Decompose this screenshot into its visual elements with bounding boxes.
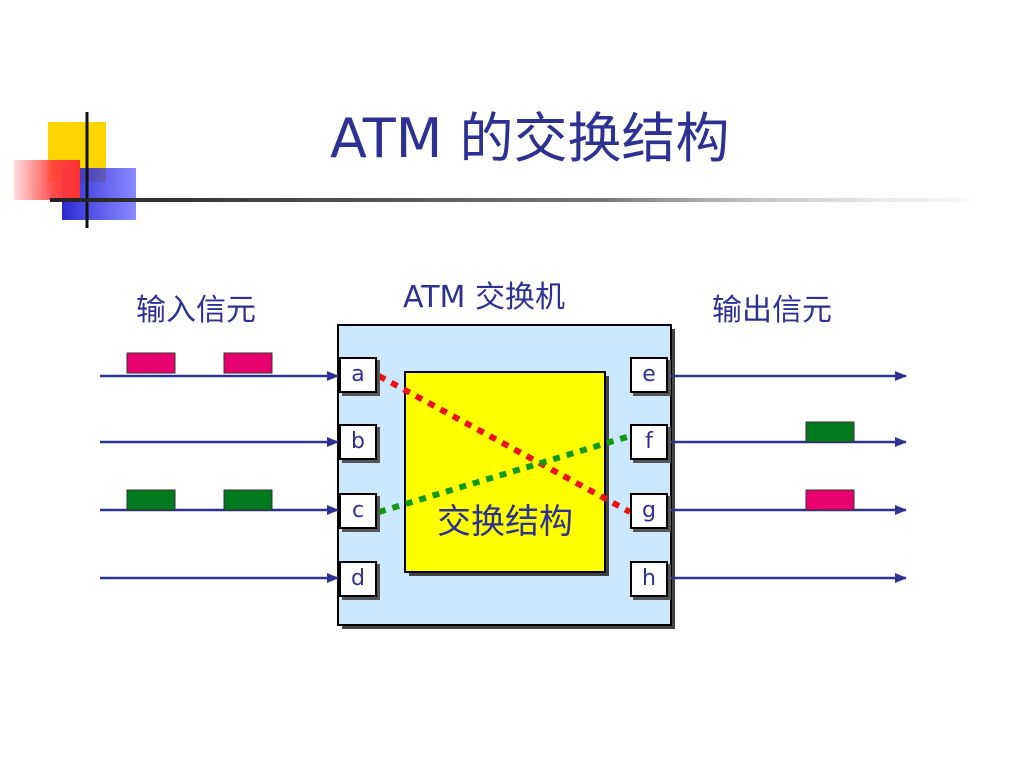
input-port-b: b — [339, 424, 377, 460]
input-port-c: c — [339, 493, 377, 529]
fabric-label: 交换结构 — [437, 502, 573, 542]
output-port-f: f — [630, 424, 668, 460]
input-cell-green — [223, 489, 273, 511]
path-c-to-f — [378, 433, 631, 515]
output-port-g: g — [630, 493, 668, 529]
output-cells-label: 输出信元 — [712, 293, 832, 328]
input-port-a: a — [339, 357, 377, 393]
input-cell-green — [126, 489, 176, 511]
input-cell-red — [223, 352, 273, 374]
path-a-to-g — [377, 373, 632, 515]
output-cell-green — [805, 421, 855, 443]
output-port-h: h — [630, 561, 668, 597]
output-cell-red — [805, 489, 855, 511]
slide-title: ATM 的交换结构 — [330, 107, 730, 170]
input-port-d: d — [339, 561, 377, 597]
input-cell-red — [126, 352, 176, 374]
output-port-e: e — [630, 357, 668, 393]
switch-label: ATM 交换机 — [403, 280, 565, 315]
input-cells-label: 输入信元 — [136, 293, 256, 328]
switching-fabric — [404, 371, 606, 573]
